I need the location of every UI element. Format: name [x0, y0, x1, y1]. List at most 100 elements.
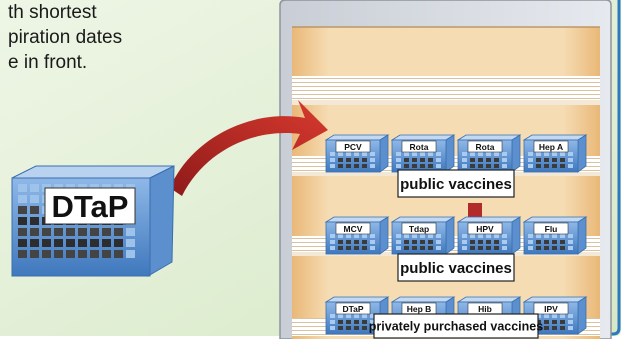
- box-grid-cell: [330, 326, 335, 330]
- box-grid-cell: [470, 152, 475, 156]
- vaccine-box-tag: [533, 302, 569, 315]
- box-grid-cell: [396, 164, 401, 168]
- box-grid-cell: [462, 152, 467, 156]
- box-grid-cell: [502, 152, 507, 156]
- box-grid-cell: [354, 240, 359, 244]
- box-grid-cell: [338, 158, 343, 162]
- box-grid-cell: [486, 240, 491, 244]
- box-grid-cell: [404, 234, 409, 238]
- basket-grid-cell: [66, 250, 75, 258]
- basket-grid-cell: [42, 228, 51, 236]
- box-grid-cell: [470, 246, 475, 250]
- box-grid-cell: [362, 234, 367, 238]
- basket-grid-cell: [54, 239, 63, 247]
- vaccine-box-label: Tdap: [409, 224, 429, 234]
- box-grid-cell: [528, 152, 533, 156]
- box-grid-cell: [354, 152, 359, 156]
- box-grid-cell: [568, 158, 573, 162]
- box-grid-cell: [338, 164, 343, 168]
- box-grid-cell: [494, 234, 499, 238]
- box-grid-cell: [428, 164, 433, 168]
- box-grid-cell: [362, 320, 367, 324]
- box-grid-cell: [568, 246, 573, 250]
- box-grid-cell: [428, 152, 433, 156]
- box-grid-cell: [486, 152, 491, 156]
- box-grid-cell: [528, 164, 533, 168]
- box-grid-cell: [362, 152, 367, 156]
- box-grid-cell: [568, 240, 573, 244]
- box-grid-cell: [436, 240, 441, 244]
- vaccine-box-tag: [533, 140, 569, 153]
- box-grid-cell: [528, 234, 533, 238]
- box-grid-cell: [536, 240, 541, 244]
- held-box-label-bg: [44, 187, 136, 225]
- box-grid-cell: [420, 246, 425, 250]
- box-grid-cell: [478, 234, 483, 238]
- box-grid-cell: [502, 158, 507, 162]
- vaccine-box-label: Rota: [410, 142, 429, 152]
- box-grid-cell: [478, 246, 483, 250]
- box-grid-cell: [544, 164, 549, 168]
- basket-grid-cell: [78, 250, 87, 258]
- box-grid-cell: [338, 326, 343, 330]
- box-grid-cell: [330, 152, 335, 156]
- shelf-sign: public vaccines: [397, 169, 515, 198]
- box-grid-cell: [370, 326, 375, 330]
- box-grid-cell: [494, 158, 499, 162]
- box-grid-cell: [370, 240, 375, 244]
- box-grid-cell: [528, 246, 533, 250]
- box-grid-cell: [330, 234, 335, 238]
- box-grid-cell: [428, 240, 433, 244]
- box-grid-cell: [404, 246, 409, 250]
- box-grid-cell: [544, 152, 549, 156]
- box-grid-cell: [470, 234, 475, 238]
- box-grid-cell: [370, 320, 375, 324]
- basket-grid-cell: [42, 250, 51, 258]
- basket-grid-cell: [54, 228, 63, 236]
- box-grid-cell: [436, 164, 441, 168]
- box-grid-cell: [428, 246, 433, 250]
- box-grid-cell: [568, 326, 573, 330]
- box-grid-cell: [354, 234, 359, 238]
- caption-line-1: th shortest: [8, 2, 97, 23]
- box-grid-cell: [412, 152, 417, 156]
- vaccine-box-label: PCV: [344, 142, 362, 152]
- vaccine-box-label: Rota: [476, 142, 495, 152]
- basket-grid-cell: [114, 228, 123, 236]
- box-grid-cell: [494, 240, 499, 244]
- box-grid-cell: [486, 246, 491, 250]
- box-grid-cell: [330, 314, 335, 318]
- box-grid-cell: [338, 152, 343, 156]
- box-grid-cell: [552, 152, 557, 156]
- box-grid-cell: [338, 240, 343, 244]
- box-grid-cell: [420, 240, 425, 244]
- basket-grid-cell: [102, 239, 111, 247]
- basket-grid-cell: [30, 250, 39, 258]
- box-grid-cell: [478, 158, 483, 162]
- box-grid-cell: [396, 246, 401, 250]
- vaccine-box-label: HPV: [476, 224, 494, 234]
- vaccine-box-label: DTaP: [342, 304, 363, 314]
- box-grid-cell: [346, 246, 351, 250]
- shelf-top: [292, 76, 600, 102]
- box-grid-cell: [404, 240, 409, 244]
- box-grid-cell: [370, 314, 375, 318]
- box-grid-cell: [560, 314, 565, 318]
- box-grid-cell: [560, 234, 565, 238]
- vaccine-box-tag: [401, 222, 437, 235]
- vaccine-box: HPV: [456, 216, 522, 255]
- basket-grid-cell: [18, 184, 27, 192]
- box-grid-cell: [478, 240, 483, 244]
- basket-grid-cell: [18, 228, 27, 236]
- basket-grid-cell: [30, 195, 39, 203]
- vaccine-box-label: MCV: [344, 224, 363, 234]
- box-grid-cell: [404, 164, 409, 168]
- box-grid-cell: [396, 158, 401, 162]
- vaccine-box-tag: [335, 222, 371, 235]
- box-grid-cell: [560, 152, 565, 156]
- box-grid-cell: [436, 158, 441, 162]
- box-grid-cell: [330, 320, 335, 324]
- vaccine-box-label: Flu: [545, 224, 558, 234]
